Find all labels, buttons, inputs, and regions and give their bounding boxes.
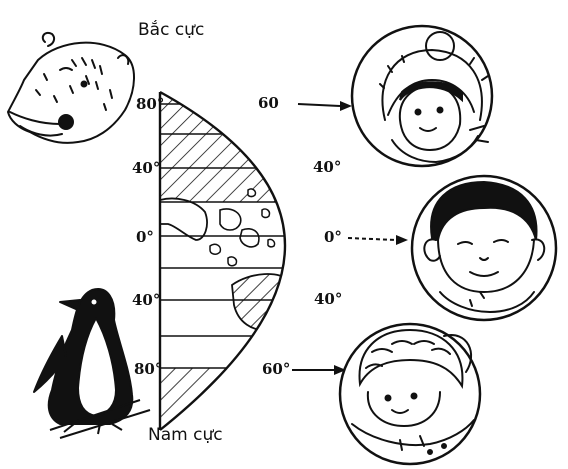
latitude-right-equator: 0° <box>324 230 342 245</box>
latitude-left-equator: 0° <box>136 230 154 245</box>
arrow-60n <box>298 101 352 111</box>
latitude-left-40s: 40° <box>132 293 160 308</box>
penguin <box>34 289 150 438</box>
arrow-60s <box>292 365 346 375</box>
latitude-left-80s: 80° <box>134 362 162 377</box>
latitude-right-40s: 40° <box>314 292 342 307</box>
latitude-left-40n: 40° <box>132 161 160 176</box>
latitude-left-80n: 80° <box>136 97 164 112</box>
latitude-right-60n: 60 <box>258 96 279 111</box>
latitude-right-40n: 40° <box>313 160 341 175</box>
latitude-right-60s: 60° <box>262 362 290 377</box>
hemisphere-globe <box>160 92 360 430</box>
polar-bear-head <box>8 33 134 143</box>
child-cold-south-circle <box>340 324 480 464</box>
child-cold-north-circle <box>352 26 492 166</box>
baby-equator-circle <box>412 176 556 320</box>
south-pole-label: Nam cực <box>148 427 223 444</box>
arrow-equator <box>348 235 408 245</box>
north-pole-label: Bắc cực <box>138 22 204 39</box>
